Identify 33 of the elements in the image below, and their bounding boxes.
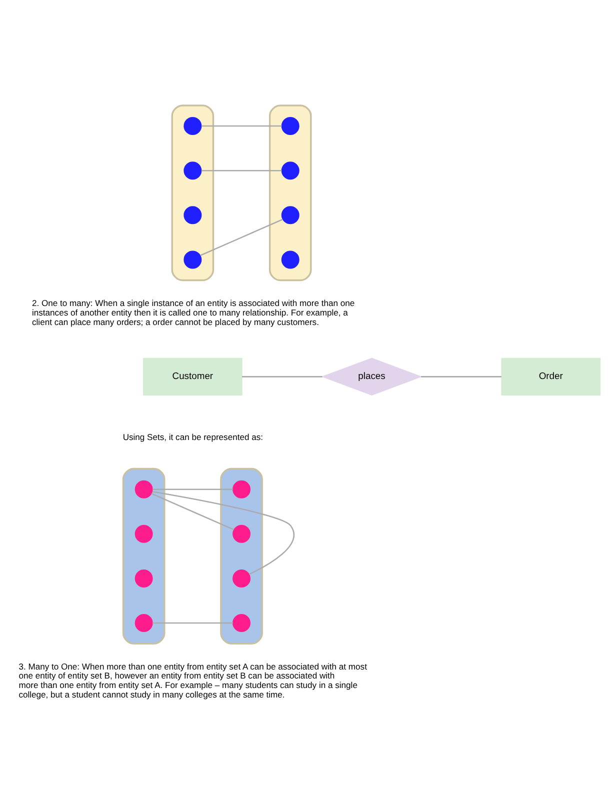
- node-circle: [184, 161, 202, 180]
- label: 2. One to many: When a single instance of an entity is associated with more than one instances of another entity then it is called one to many relationship. For example, a client can place many orders; a order cannot be placed by many customers.: [32, 297, 355, 326]
- node-circle: [281, 161, 300, 180]
- node-circle: [134, 480, 153, 498]
- node-circle: [134, 568, 153, 587]
- cluster: [220, 467, 263, 644]
- node-diamond: places: [321, 357, 422, 396]
- node-box: Order: [501, 357, 601, 396]
- node-circle: [232, 524, 251, 542]
- node-circle: [184, 206, 202, 224]
- node-circle: [134, 524, 153, 542]
- label: 3. Many to One: When more than one entity from entity set A can be associated with at most one entity of entity set B, however an entity from entity set B can be associated with more than one entity from entity set A. For example – many students can study in a single college, but a student cannot study in many colleges at the same time.: [18, 660, 367, 700]
- label: Using Sets, it can be represented as:: [122, 432, 263, 442]
- connector: [242, 376, 322, 377]
- node-circle: [232, 614, 251, 632]
- node-circle: [281, 250, 300, 268]
- node-circle: [281, 116, 300, 135]
- node-box: Customer: [142, 357, 242, 396]
- connector: [201, 124, 282, 126]
- node-circle: [281, 206, 300, 224]
- connector: [152, 488, 233, 490]
- node-circle: [134, 614, 153, 632]
- cluster: [268, 104, 312, 281]
- connector: [152, 622, 233, 624]
- node-circle: [232, 568, 251, 587]
- node-circle: [232, 480, 251, 498]
- node-circle: [184, 250, 202, 268]
- cluster: [171, 104, 214, 281]
- connector: [421, 376, 502, 377]
- connector: [201, 169, 282, 171]
- cluster: [122, 467, 166, 644]
- connector: [151, 492, 234, 530]
- node-circle: [184, 116, 202, 135]
